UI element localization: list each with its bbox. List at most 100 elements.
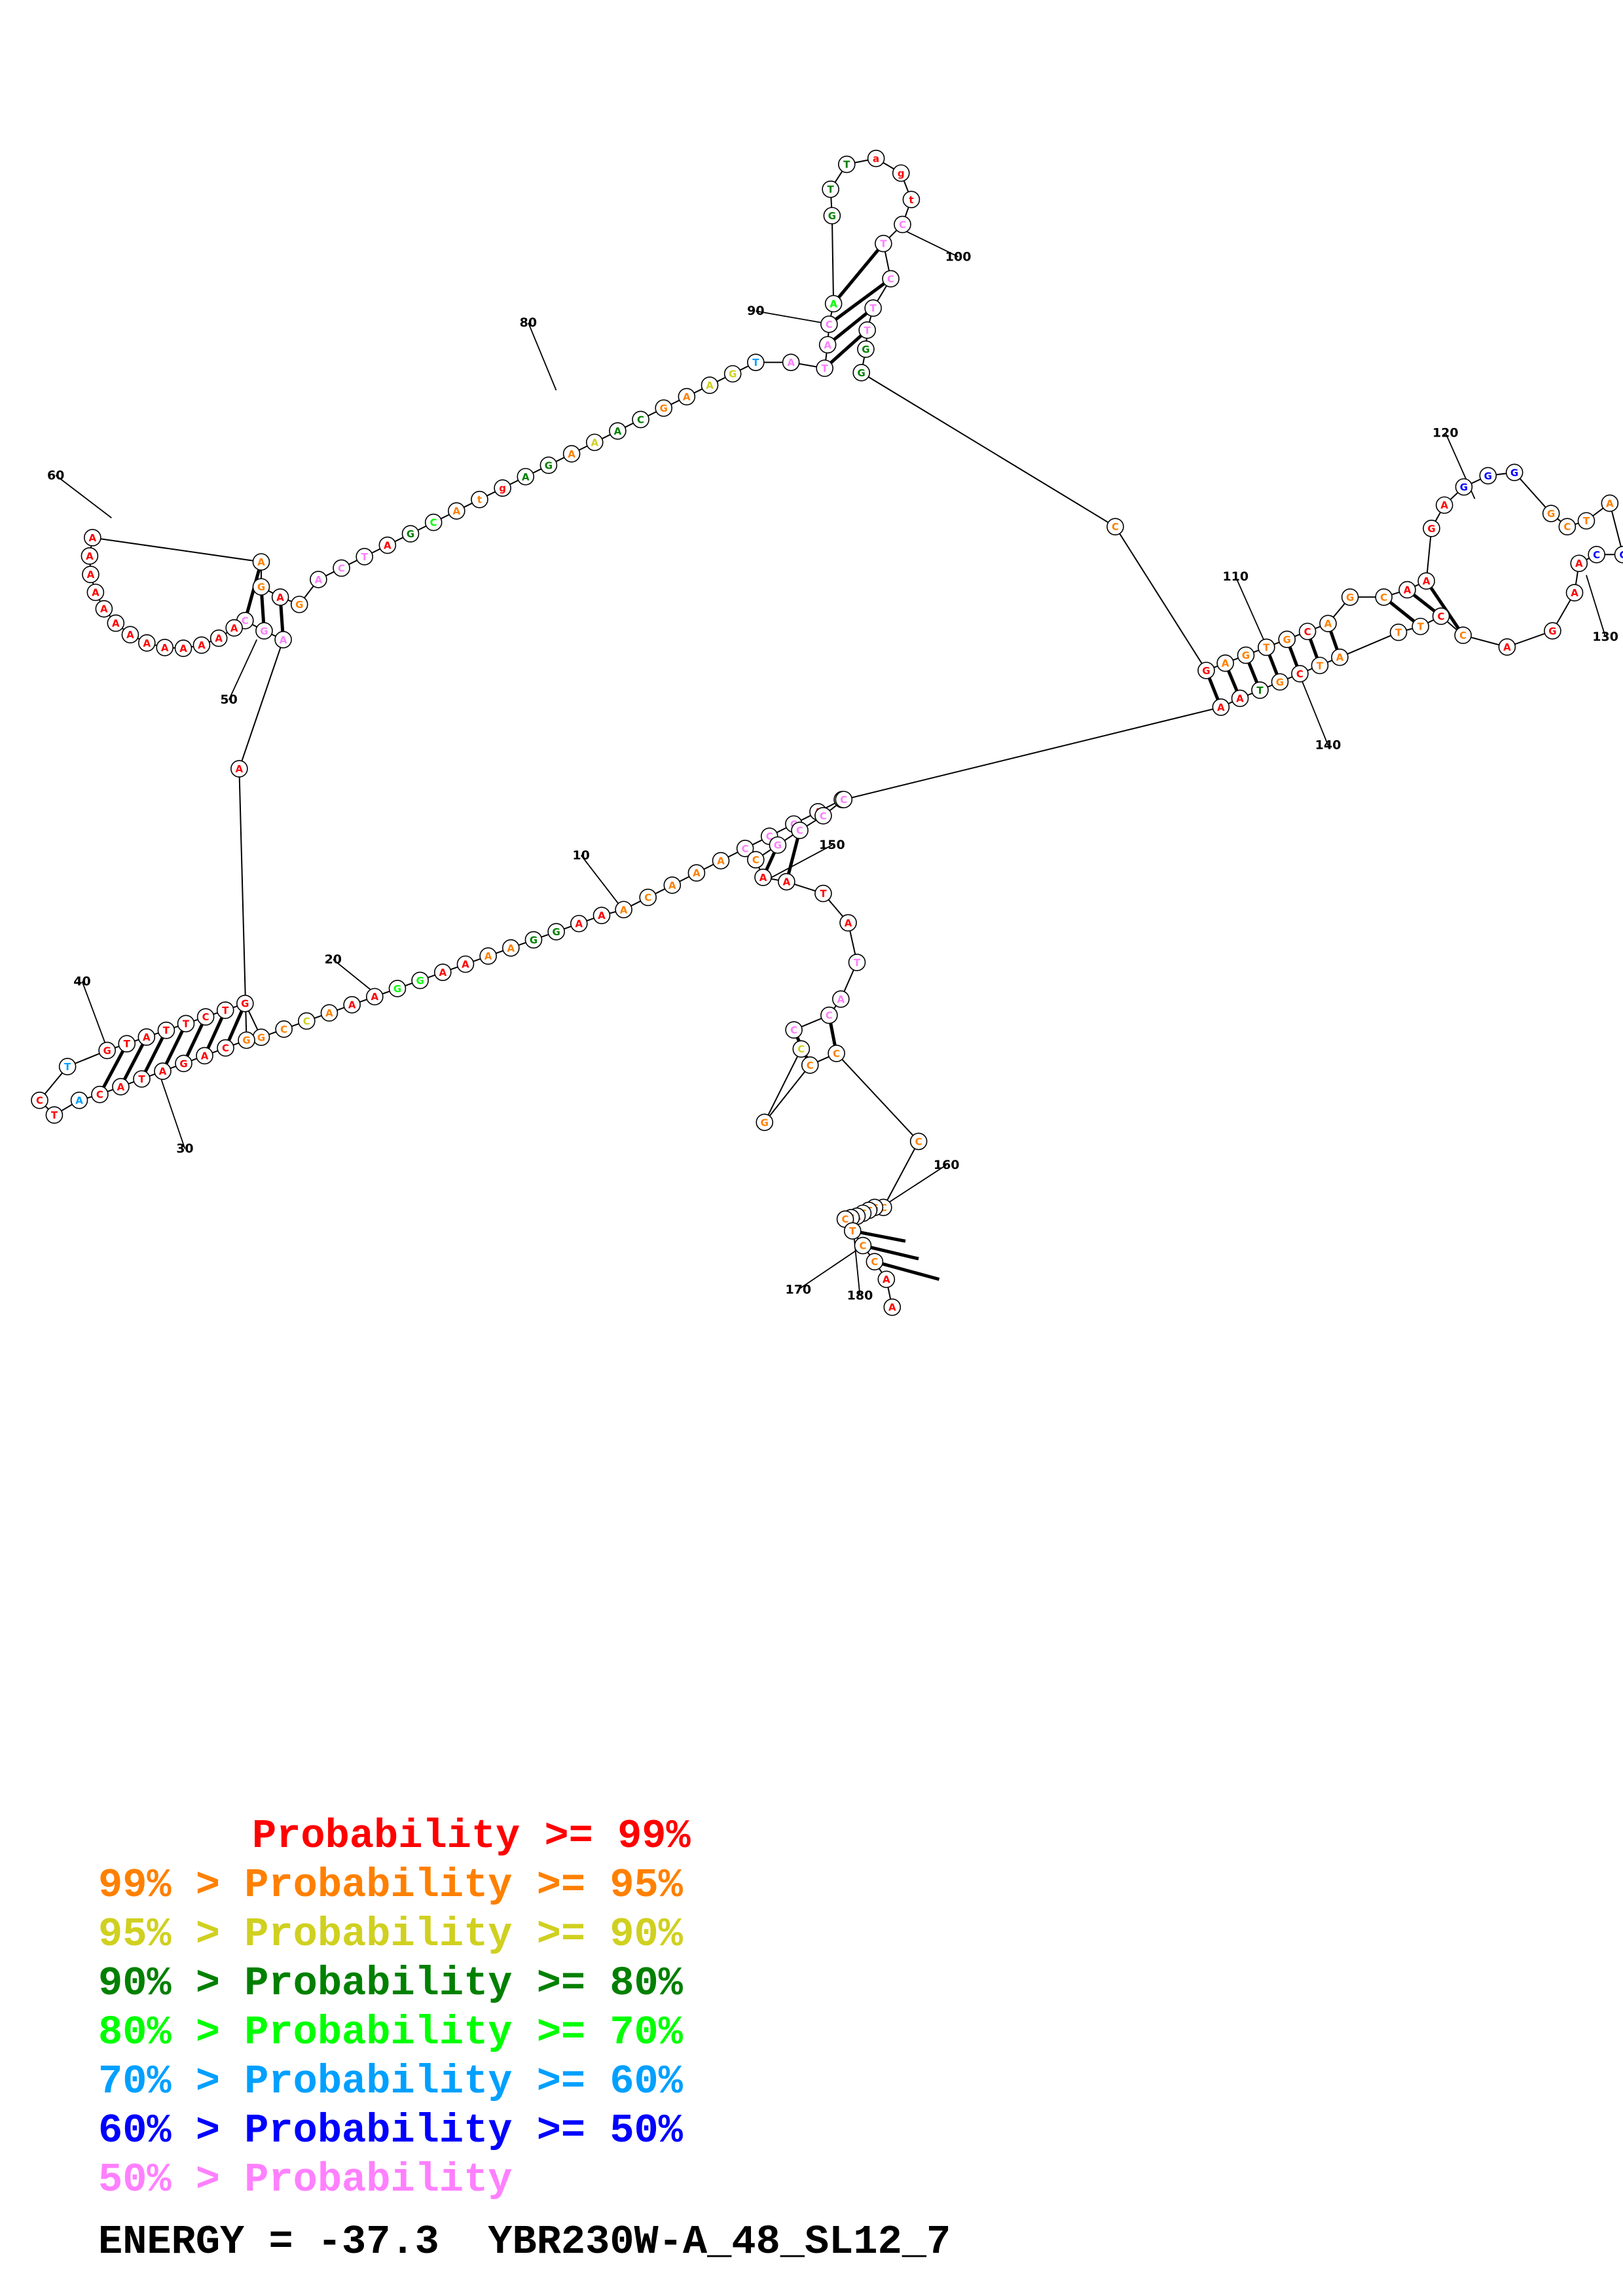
base-letter: G <box>858 367 866 379</box>
tick-label: 10 <box>572 848 589 863</box>
base-node: G <box>524 931 543 949</box>
base-circle <box>1454 626 1472 644</box>
legend-entry: 80% > Probability >= 70% <box>98 2009 683 2056</box>
base-circle <box>434 963 452 981</box>
base-circle <box>118 1035 136 1052</box>
base-letter: A <box>462 959 469 971</box>
base-node: A <box>274 631 292 649</box>
base-letter: C <box>915 1136 922 1147</box>
base-circle <box>875 234 892 253</box>
base-node: T <box>1577 512 1596 530</box>
base-node: A <box>210 629 228 647</box>
base-letter: C <box>1619 549 1623 561</box>
base-node: A <box>479 947 497 965</box>
base-letter: A <box>1217 702 1225 713</box>
base-letter: C <box>1459 630 1467 641</box>
base-node: A <box>1398 581 1416 599</box>
base-letter: C <box>766 831 773 842</box>
base-circle <box>814 806 832 825</box>
base-pair-bond <box>243 561 263 621</box>
base-circle <box>1614 546 1623 564</box>
base-circle <box>366 988 384 1006</box>
base-node: G <box>1544 622 1561 640</box>
base-letter: A <box>1423 575 1431 587</box>
base-node: T <box>1258 638 1275 656</box>
base-letter: G <box>295 599 303 611</box>
base-circle <box>333 559 350 577</box>
base-letter: C <box>807 1060 814 1071</box>
tick-label: 90 <box>747 304 764 318</box>
base-node: C <box>91 1085 109 1103</box>
base-circle <box>320 1004 338 1022</box>
base-letter: C <box>280 1024 287 1035</box>
base-letter: A <box>92 587 100 599</box>
base-node: G <box>411 971 429 990</box>
base-node: T <box>747 353 765 371</box>
base-circle <box>448 502 465 520</box>
base-node: C <box>217 1039 234 1057</box>
base-circle <box>1544 622 1561 640</box>
base-letter: A <box>371 991 379 1003</box>
base-circle <box>1398 581 1416 599</box>
base-node: C <box>866 1253 884 1271</box>
base-letter: T <box>1317 660 1324 672</box>
base-circle <box>857 340 875 358</box>
base-letter: C <box>833 1048 840 1060</box>
base-node: A <box>1319 615 1337 632</box>
base-circle <box>154 1062 172 1080</box>
base-letter: G <box>257 1031 265 1043</box>
base-node: A <box>585 433 604 452</box>
base-letter: T <box>1417 621 1425 633</box>
base-letter: A <box>112 618 120 630</box>
base-circle <box>792 1040 811 1058</box>
base-letter: G <box>660 403 668 414</box>
base-circle <box>271 588 289 606</box>
base-letter: G <box>862 344 869 355</box>
base-node: A <box>1231 689 1249 708</box>
base-node: A <box>271 588 289 606</box>
base-letter: C <box>338 562 345 574</box>
base-node: T <box>1251 681 1269 699</box>
base-letter: C <box>644 892 651 904</box>
base-circle <box>1505 463 1523 482</box>
base-node: C <box>814 806 832 825</box>
base-circle <box>196 1008 215 1026</box>
tick-label: 30 <box>176 1141 193 1156</box>
base-circle <box>112 1078 130 1096</box>
legend-entry: 99% > Probability >= 95% <box>98 1862 683 1909</box>
base-circle <box>1298 622 1317 641</box>
tick-line <box>883 1164 947 1207</box>
base-circle <box>832 990 850 1008</box>
base-pair-bond <box>852 1229 906 1243</box>
base-letter: A <box>1236 692 1244 704</box>
base-circle <box>562 445 581 463</box>
base-letter: A <box>1575 558 1583 569</box>
base-letter: A <box>126 629 134 641</box>
base-letter: C <box>1296 668 1304 680</box>
base-circle <box>252 553 270 571</box>
base-letter: A <box>830 298 837 310</box>
base-letter: a <box>873 153 879 165</box>
base-circle <box>1417 572 1435 590</box>
base-circle <box>701 376 719 394</box>
base-node: T <box>1389 623 1408 641</box>
base-circle <box>687 864 706 882</box>
base-node: G <box>1542 505 1560 522</box>
base-letter: C <box>887 273 894 285</box>
base-circle <box>225 619 243 637</box>
base-node: T <box>837 155 856 173</box>
base-node: C <box>828 1045 845 1062</box>
base-node: A <box>434 963 452 981</box>
base-node: C <box>792 1040 811 1058</box>
base-letter: A <box>824 339 831 351</box>
base-letter: A <box>837 994 845 1005</box>
base-node: C <box>1432 607 1450 625</box>
base-letter: A <box>484 950 492 962</box>
base-letter: G <box>761 1117 769 1128</box>
base-node: A <box>320 1004 338 1022</box>
base-node: A <box>81 547 99 565</box>
base-node: A <box>156 639 174 656</box>
base-letter: A <box>161 642 169 654</box>
base-letter: C <box>1112 521 1119 533</box>
base-letter: A <box>1404 584 1412 596</box>
